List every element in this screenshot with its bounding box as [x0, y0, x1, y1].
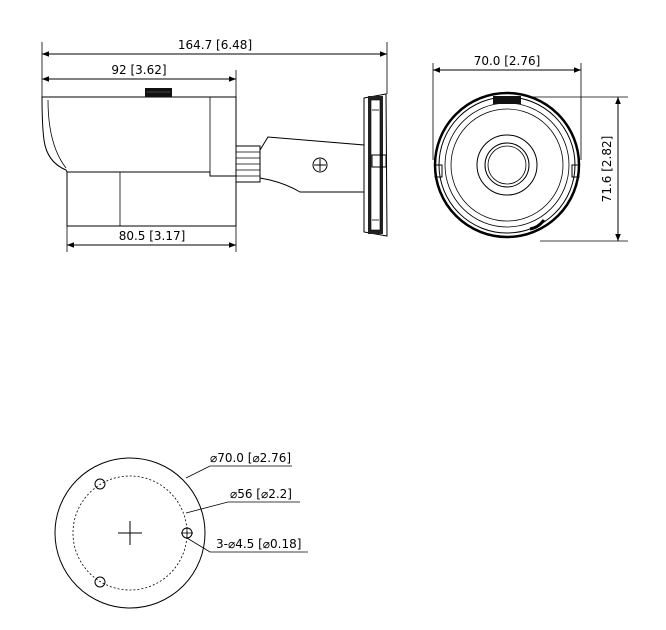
- bolt-circle-label: ⌀56 [⌀2.2]: [230, 487, 292, 501]
- bracket-screw: [312, 157, 328, 173]
- mount-plate-outer-circle: [54, 457, 206, 609]
- front-sunshield-grip: [493, 96, 521, 104]
- lens-inner: [484, 142, 530, 188]
- front-view: 70.0 [2.76] 71.6 [2.82]: [432, 54, 628, 242]
- mount-hole-2: [94, 576, 106, 588]
- joint-nut: [235, 145, 261, 183]
- holes-label: 3-⌀4.5 [⌀0.18]: [216, 537, 301, 551]
- front-body-outer-ring: [433, 91, 581, 239]
- total-length-label: 164.7 [6.48]: [178, 38, 252, 52]
- base-length-label: 80.5 [3.17]: [119, 229, 186, 243]
- wall-mount-plate-side: [363, 93, 388, 237]
- camera-body-block: [66, 172, 237, 227]
- mount-hole-1: [94, 478, 106, 490]
- bracket-arm: [259, 136, 365, 193]
- side-view: 164.7 [6.48] 92 [3.62] 80.5 [3.17]: [41, 38, 388, 252]
- sunshield-grip: [145, 88, 172, 97]
- mount-plate-view: ⌀70.0 [⌀2.76] ⌀56 [⌀2.2] 3-⌀4.5 [⌀0.18]: [54, 451, 308, 609]
- front-height-label: 71.6 [2.82]: [600, 136, 614, 203]
- camera-housing-outline: [41, 96, 237, 177]
- outer-diameter-label: ⌀70.0 [⌀2.76]: [210, 451, 291, 465]
- housing-length-label: 92 [3.62]: [111, 63, 166, 77]
- front-width-label: 70.0 [2.76]: [474, 54, 541, 68]
- lens-outer: [476, 134, 538, 196]
